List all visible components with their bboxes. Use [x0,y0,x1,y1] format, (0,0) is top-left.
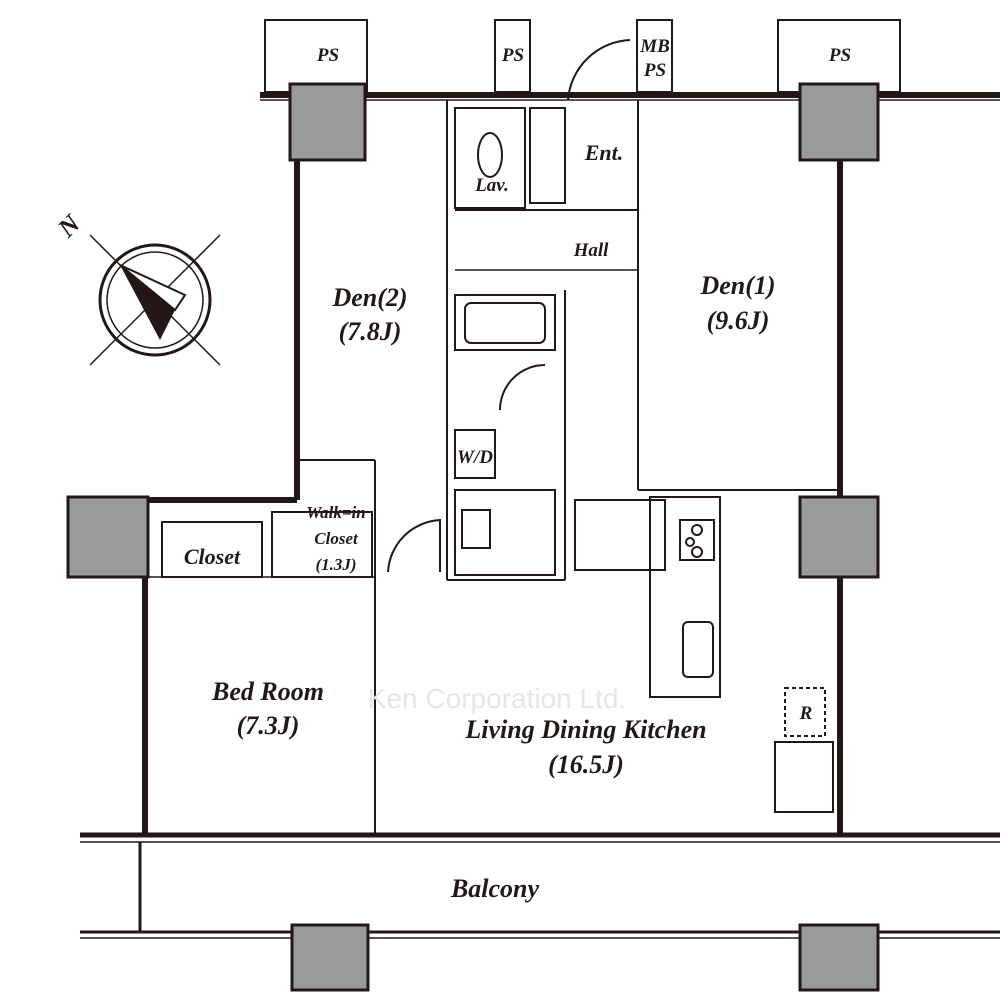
mb-ps-label: PS [643,60,666,81]
ps-label: PS [501,45,524,66]
hall-label: Hall [573,240,610,261]
watermark: Ken Corporation Ltd. [368,683,626,714]
balcony-label: Balcony [450,874,540,903]
mb-label: MB [639,36,670,57]
walls [80,92,1000,939]
den1-size: (9.6J) [707,306,770,335]
closet-label: Closet [184,544,241,569]
walkin-closet-size: (1.3J) [315,555,356,574]
lavatory-label: Lav. [474,175,509,196]
pipe-shafts [264,19,901,93]
den2-size: (7.8J) [339,317,402,346]
ldk-name: Living Dining Kitchen [464,715,706,744]
ps-label: PS [828,45,851,66]
fixtures [161,39,834,813]
walkin-closet-label: Walk=in [306,503,365,522]
den1-name: Den(1) [699,271,775,300]
bedroom-name: Bed Room [211,677,324,706]
walkin-closet-label: Closet [314,529,359,548]
entrance-label: Ent. [584,140,624,165]
ps-label: PS [316,45,339,66]
refrigerator-label: R [799,703,813,724]
washer-dryer-label: W/D [457,447,493,468]
room-labels: PS PS MB PS PS Ent. Lav. Hall Den(2) (7.… [184,36,851,903]
bedroom-size: (7.3J) [237,711,300,740]
den2-name: Den(2) [331,283,407,312]
ldk-size: (16.5J) [548,750,624,779]
columns [66,82,880,992]
north-label: N [51,208,86,243]
compass [89,234,221,366]
